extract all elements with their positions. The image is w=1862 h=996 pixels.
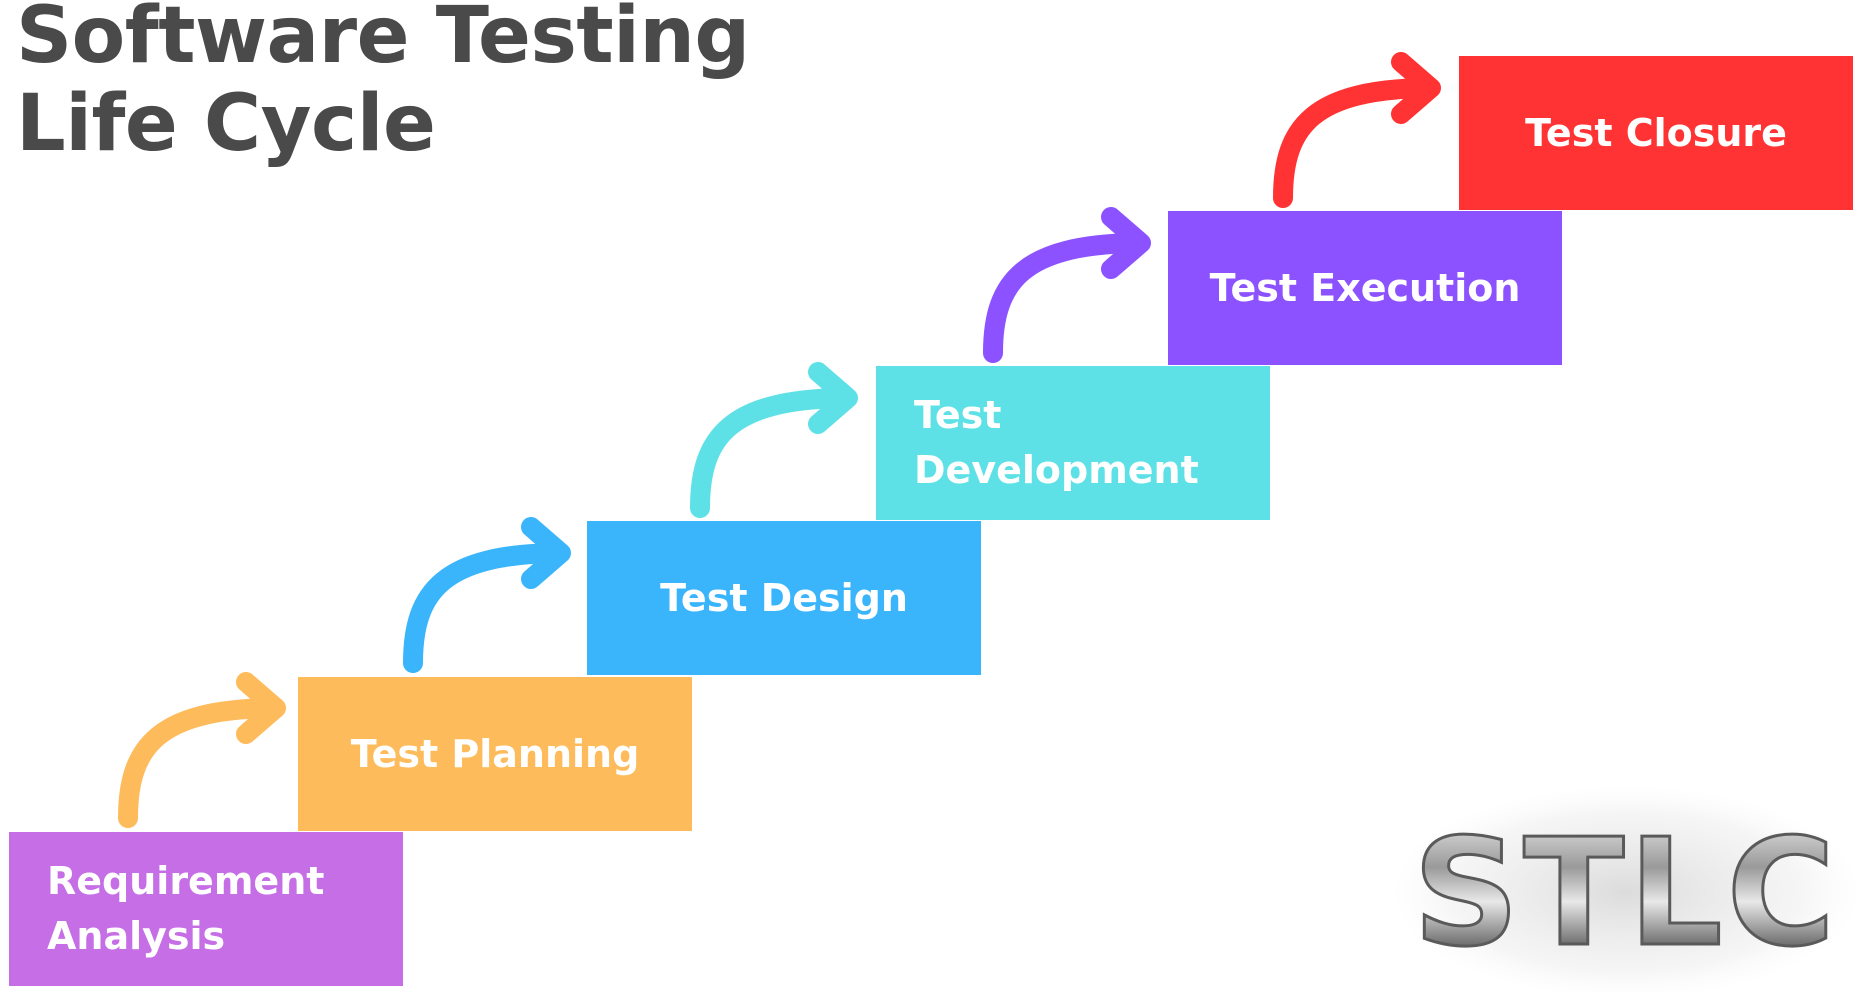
step-test-design: Test Design [587, 521, 981, 675]
step-label: Test Design [660, 575, 908, 620]
arrowhead-icon [236, 672, 286, 744]
arrow-3-to-4 [690, 362, 858, 518]
arrow-5-to-6 [1273, 52, 1441, 208]
step-test-execution: Test Execution [1168, 211, 1562, 365]
logo-glow [1396, 788, 1856, 992]
curved-arrow-icon [118, 698, 280, 828]
diagram-title: Software Testing Life Cycle [16, 0, 750, 169]
curved-arrow-icon [1273, 78, 1435, 208]
curved-arrow-icon [983, 233, 1145, 363]
arrowhead-icon [1101, 207, 1151, 279]
step-label: Test Closure [1525, 110, 1787, 155]
step-test-planning: Test Planning [298, 677, 692, 831]
step-label: Test Planning [350, 731, 640, 776]
curved-arrow-icon [690, 388, 852, 518]
arrowhead-icon [808, 362, 858, 434]
stlc-logo: STLC [1396, 788, 1856, 992]
step-requirement-analysis: Requirement Analysis [9, 832, 403, 986]
step-label: Requirement Analysis [47, 859, 325, 958]
arrow-4-to-5 [983, 207, 1151, 363]
curved-arrow-icon [403, 543, 565, 673]
step-label: Test Execution [1209, 265, 1521, 310]
arrow-1-to-2 [118, 672, 286, 828]
arrowhead-icon [1391, 52, 1441, 124]
step-test-development: Test Development [876, 366, 1270, 520]
step-test-closure: Test Closure [1459, 56, 1853, 210]
arrow-2-to-3 [403, 517, 571, 673]
logo-text: STLC [1413, 807, 1839, 979]
arrowhead-icon [521, 517, 571, 589]
step-label: Test Development [914, 393, 1199, 492]
